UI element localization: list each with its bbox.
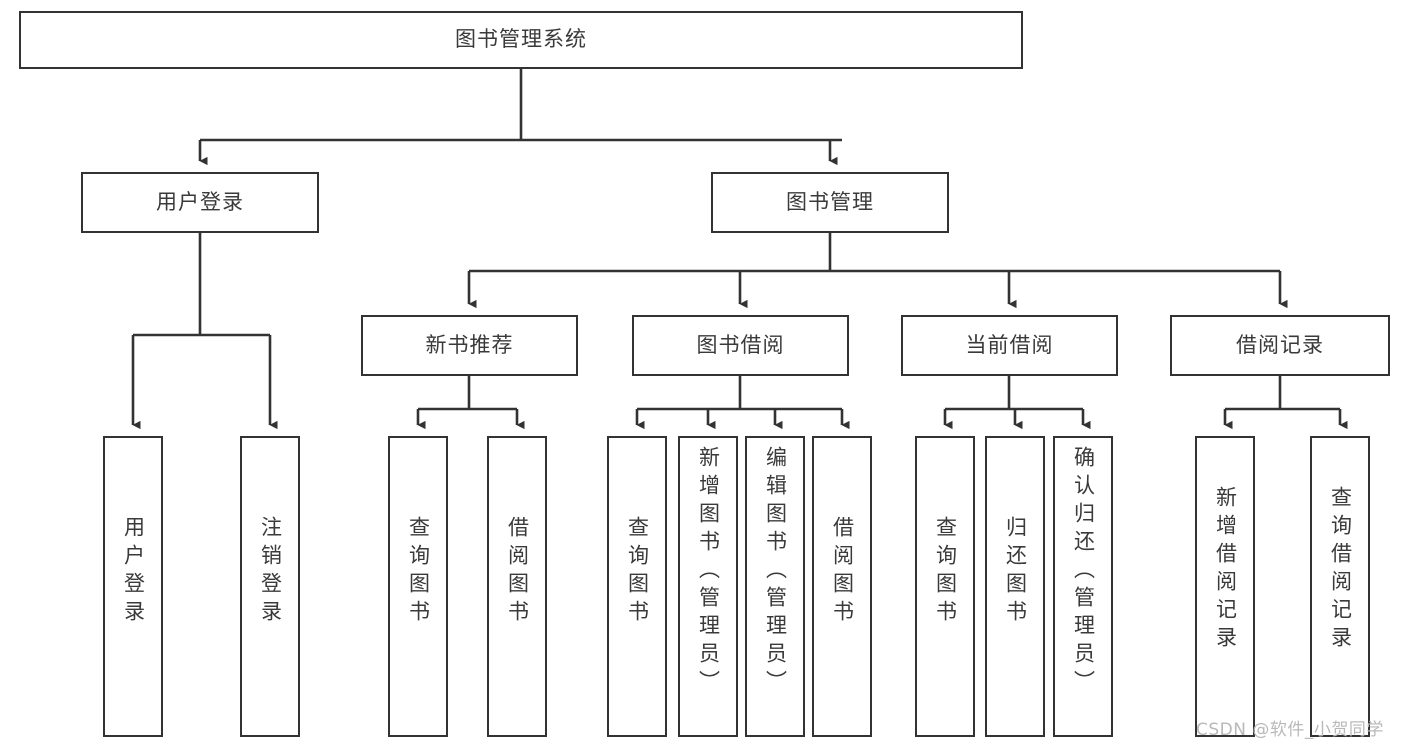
node-leaf-confirm-return[interactable]: 确认归还（管理员） [1053, 436, 1113, 737]
node-leaf-borrow-book-2-label: 借阅图书 [830, 516, 855, 628]
node-user-login[interactable]: 用户登录 [81, 172, 319, 233]
node-borrow-record-label: 借阅记录 [1236, 332, 1324, 357]
node-book-management-label: 图书管理 [786, 189, 874, 214]
node-leaf-confirm-return-label: 确认归还（管理员） [1071, 446, 1096, 698]
node-new-book-recommend[interactable]: 新书推荐 [361, 315, 578, 376]
node-book-borrow[interactable]: 图书借阅 [632, 315, 849, 376]
node-leaf-user-login[interactable]: 用户登录 [103, 436, 163, 737]
node-leaf-query-book-1-label: 查询图书 [406, 516, 431, 628]
node-root[interactable]: 图书管理系统 [19, 11, 1023, 69]
node-current-borrow[interactable]: 当前借阅 [901, 315, 1118, 376]
node-user-login-label: 用户登录 [156, 189, 244, 214]
node-leaf-query-record[interactable]: 查询借阅记录 [1310, 436, 1370, 737]
node-leaf-borrow-book-2[interactable]: 借阅图书 [812, 436, 872, 737]
node-leaf-query-book-3[interactable]: 查询图书 [915, 436, 975, 737]
node-borrow-record[interactable]: 借阅记录 [1170, 315, 1390, 376]
node-leaf-query-book-1[interactable]: 查询图书 [388, 436, 448, 737]
node-leaf-edit-book[interactable]: 编辑图书（管理员） [745, 436, 805, 737]
node-leaf-borrow-book-1-label: 借阅图书 [505, 516, 530, 628]
node-leaf-query-book-2-label: 查询图书 [625, 516, 650, 628]
node-leaf-add-book-label: 新增图书（管理员） [696, 446, 721, 698]
node-leaf-add-record-label: 新增借阅记录 [1213, 486, 1238, 654]
node-leaf-query-book-3-label: 查询图书 [933, 516, 958, 628]
node-leaf-edit-book-label: 编辑图书（管理员） [763, 446, 788, 698]
node-leaf-query-record-label: 查询借阅记录 [1328, 486, 1353, 654]
node-leaf-return-book-label: 归还图书 [1003, 516, 1028, 628]
node-new-book-recommend-label: 新书推荐 [425, 332, 514, 357]
node-book-management[interactable]: 图书管理 [711, 172, 949, 233]
node-leaf-return-book[interactable]: 归还图书 [985, 436, 1045, 737]
node-leaf-user-logout[interactable]: 注销登录 [240, 436, 300, 737]
node-current-borrow-label: 当前借阅 [965, 332, 1054, 357]
node-leaf-user-login-label: 用户登录 [121, 516, 146, 628]
node-leaf-borrow-book-1[interactable]: 借阅图书 [487, 436, 547, 737]
node-book-borrow-label: 图书借阅 [696, 332, 785, 357]
node-leaf-query-book-2[interactable]: 查询图书 [607, 436, 667, 737]
node-leaf-add-book[interactable]: 新增图书（管理员） [678, 436, 738, 737]
node-root-label: 图书管理系统 [455, 27, 587, 52]
node-leaf-add-record[interactable]: 新增借阅记录 [1195, 436, 1255, 737]
csdn-watermark: CSDN @软件_小贺同学 [1196, 720, 1384, 740]
node-leaf-user-logout-label: 注销登录 [258, 516, 283, 628]
